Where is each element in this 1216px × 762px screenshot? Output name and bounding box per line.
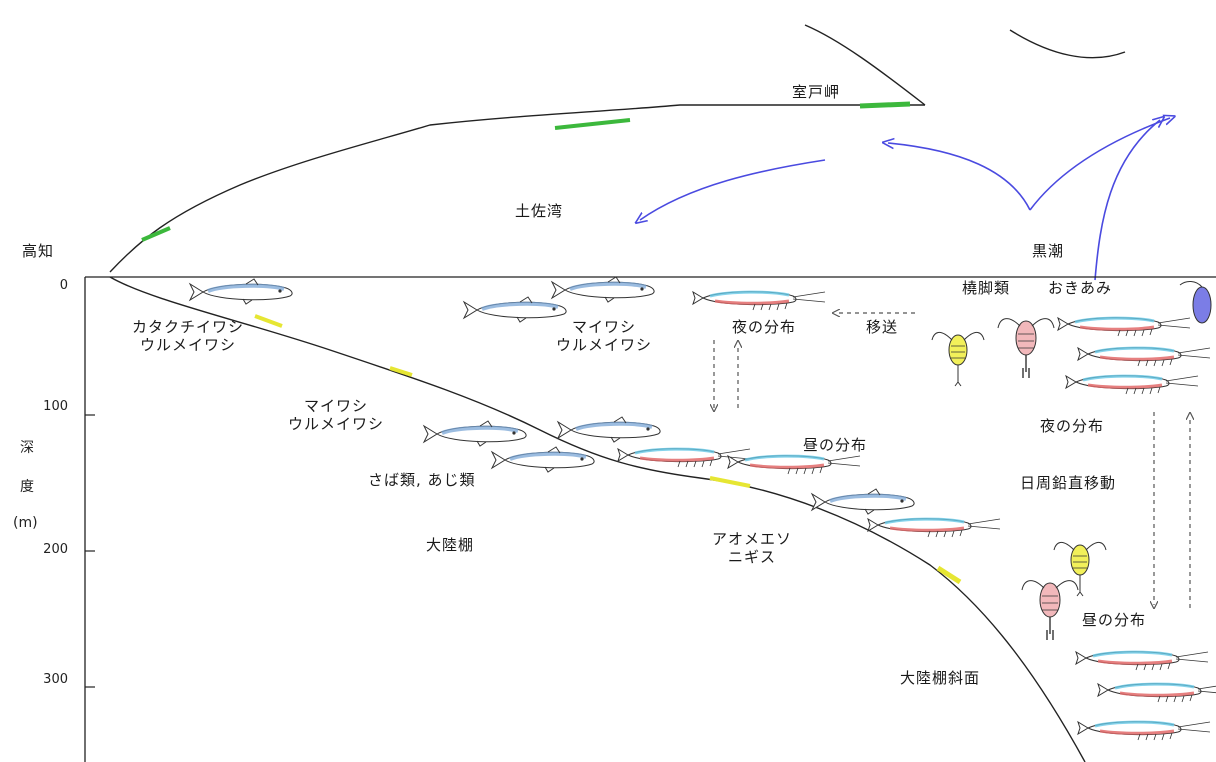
label-kochi: 高知 [22,242,55,260]
label-diel-migration: 日周鉛直移動 [1020,474,1117,492]
copepod-red-day [1021,579,1079,641]
tick-100: 100 [43,399,68,414]
fish-greeneye [810,487,917,516]
krill-day-1 [1074,650,1210,672]
depth-label-char-2: 度 [20,479,34,495]
krill-day-2 [1096,682,1216,704]
shrimp-slope-1 [866,517,1002,539]
tick-0: 0 [59,278,68,293]
label-night-right: 夜の分布 [1040,417,1105,435]
cape-muroto-coast [804,24,926,106]
krill-day-3 [1076,720,1212,742]
label-night-center: 夜の分布 [732,318,797,336]
northeast-coast [1009,29,1126,59]
fish-anchovy [188,277,295,306]
coast-green-2 [554,118,631,130]
label-slope: 大陸棚斜面 [900,669,981,687]
copepod-yellow-day [1053,541,1107,597]
seafloor-yellow-1 [254,314,283,328]
label-copepods: 橈脚類 [962,279,1011,297]
coastline-map [109,24,1126,273]
current-arrow-muroto [888,143,1031,211]
coast-green-3 [859,101,911,109]
label-muroto: 室戸岬 [792,83,841,101]
seafloor-yellow-4 [936,565,962,585]
depth-profile [84,276,1216,762]
salp-icon [1179,281,1212,324]
fish-sardine-3 [422,419,529,448]
depth-label-char-1: 深 [20,440,34,456]
label-sardines-surface: マイワシ ウルメイワシ [556,318,653,354]
tick-200: 200 [43,542,68,557]
seafloor-yellow-3 [709,476,751,488]
copepod-red-night [997,317,1055,379]
fish-mackerel [490,445,597,474]
depth-ticks [85,414,95,688]
fish-sardine-4 [556,415,663,444]
krill-night-3 [1064,374,1200,396]
label-greeneye: アオメエソ ニギス [712,530,793,566]
copepod-yellow-night [931,331,985,387]
tick-300: 300 [43,672,68,687]
current-arrow-north [1094,120,1160,281]
migration-arrows [714,313,1190,608]
seafloor-yellow-2 [389,366,413,377]
kuroshio-current-arrows [640,118,1170,281]
label-day-right: 昼の分布 [1082,611,1147,629]
label-day-center: 昼の分布 [803,436,868,454]
label-krill: おきあみ [1048,279,1113,297]
label-sardines-mid: マイワシ ウルメイワシ [288,397,385,433]
shrimp-day-center-2 [726,454,862,476]
coast-green-1 [141,226,171,242]
current-arrow-tosa [640,159,826,220]
label-kuroshio: 黒潮 [1032,242,1065,260]
copepod-group [931,281,1212,641]
depth-unit: (m) [13,515,38,531]
fish-sardine-2 [550,275,657,304]
coastline [109,104,925,273]
fish-group [188,275,917,516]
current-arrow-east [1029,118,1170,211]
seafloor [109,276,1086,762]
krill-night-1 [1056,316,1192,338]
krill-night-2 [1076,346,1212,368]
label-transport: 移送 [866,318,899,336]
label-mackerel: さば類, あじ類 [368,471,476,489]
label-tosa-bay: 土佐湾 [515,202,564,220]
label-anchovy-sardine: カタクチイワシ ウルメイワシ [132,318,245,354]
shrimp-night-center [691,290,827,312]
fish-sardine-1 [462,295,569,324]
label-shelf: 大陸棚 [426,536,475,554]
